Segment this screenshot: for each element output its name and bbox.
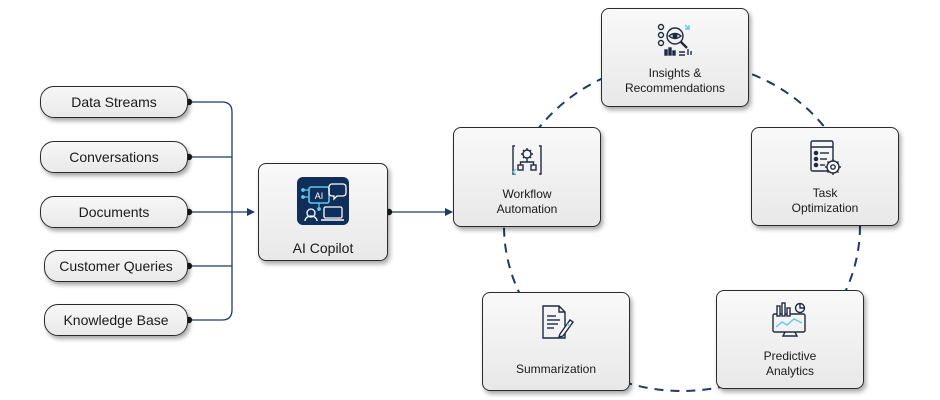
- analytics-monitor-icon: [772, 302, 806, 337]
- card-label-line: Recommendations: [624, 81, 726, 95]
- ai-copilot-hub: AI AI Copilot: [258, 163, 388, 261]
- input-customer-queries: Customer Queries: [44, 250, 188, 282]
- input-label: Customer Queries: [59, 258, 173, 274]
- card-task-optimization: Task Optimization: [751, 127, 899, 226]
- card-label-line: Predictive: [763, 349, 817, 363]
- card-label-line: Workflow: [502, 187, 552, 201]
- card-label-line: Optimization: [791, 201, 859, 215]
- hub-icon-text: AI: [315, 191, 324, 201]
- card-label-line: Automation: [496, 202, 558, 216]
- input-connectors: [189, 101, 453, 321]
- document-pencil-icon: [542, 305, 574, 339]
- input-conversations: Conversations: [40, 141, 188, 173]
- workflow-gear-icon: [512, 145, 542, 176]
- input-label: Conversations: [69, 149, 159, 165]
- checklist-gear-icon: [810, 140, 841, 175]
- card-insights-recommendations: Insights & Recommendations: [601, 8, 749, 107]
- ai-chip-chat-icon: AI: [297, 177, 349, 225]
- input-label: Data Streams: [71, 94, 157, 110]
- input-knowledge-base: Knowledge Base: [44, 304, 188, 336]
- input-data-streams: Data Streams: [40, 86, 188, 118]
- input-label: Documents: [78, 204, 150, 220]
- card-summarization: Summarization: [482, 292, 630, 391]
- card-label-line: Summarization: [515, 362, 597, 376]
- card-workflow-automation: Workflow Automation: [453, 127, 601, 227]
- hub-label: AI Copilot: [292, 240, 354, 256]
- eye-insight-icon: [657, 23, 692, 56]
- card-label-line: Analytics: [765, 364, 815, 378]
- input-documents: Documents: [40, 196, 188, 228]
- card-label-line: Task: [812, 186, 838, 200]
- input-label: Knowledge Base: [63, 312, 169, 328]
- card-predictive-analytics: Predictive Analytics: [716, 290, 864, 389]
- card-label-line: Insights &: [648, 66, 702, 80]
